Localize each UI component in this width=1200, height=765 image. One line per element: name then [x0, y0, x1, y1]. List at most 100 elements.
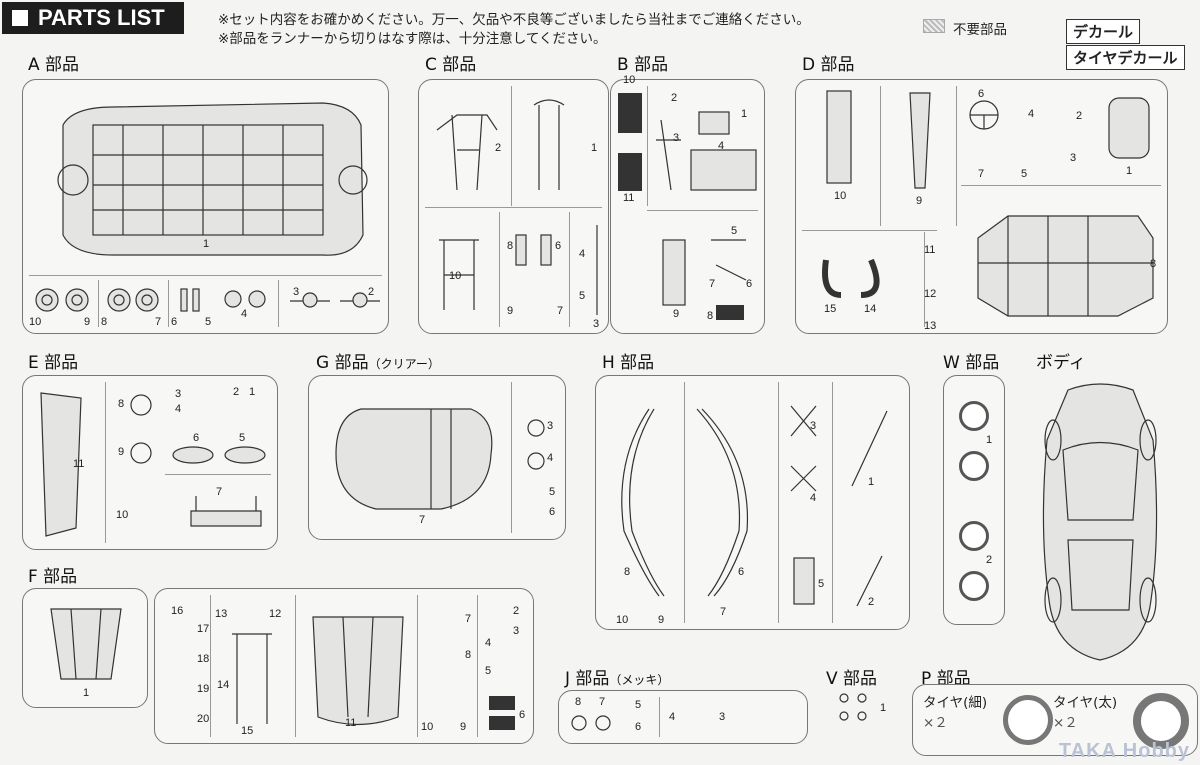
part-number: 9: [84, 316, 91, 328]
divider: [295, 595, 296, 737]
divider: [105, 382, 106, 543]
part-number: 2: [368, 286, 375, 298]
section-g-title-text: G 部品: [316, 353, 369, 373]
part-number: 1: [591, 142, 598, 154]
part-number: 3: [719, 711, 726, 723]
seat-drawing: [515, 234, 552, 266]
rear-wing-drawing: [190, 496, 262, 527]
part-number: 12: [924, 288, 937, 300]
part-number: 10: [449, 270, 462, 282]
part-number: 15: [824, 303, 837, 315]
part-number: 1: [203, 238, 210, 250]
divider: [168, 280, 169, 327]
seat-drawing: [1108, 97, 1150, 159]
diffuser-drawing: [50, 608, 122, 680]
part-number: 10: [834, 190, 847, 202]
part-number: 4: [485, 637, 492, 649]
divider: [924, 232, 925, 327]
part-number: 8: [465, 649, 472, 661]
part-number: 5: [485, 665, 492, 677]
section-g-title: G 部品（クリアー）: [316, 348, 440, 373]
part-number: 2: [986, 554, 993, 566]
part-number: 4: [718, 140, 725, 152]
section-d-title: D 部品: [802, 55, 855, 75]
ring-drawing: [130, 442, 152, 464]
wheel-drawing: [107, 288, 159, 312]
tire-thick-label: タイヤ(太): [1053, 695, 1118, 711]
rod-drawing: [596, 225, 598, 315]
section-w-frame: 1 2: [943, 375, 1005, 625]
duct-drawing: [822, 258, 880, 298]
section-a-title: A 部品: [28, 55, 80, 75]
body-title: ボディ: [1036, 353, 1086, 373]
part-number: 3: [1070, 152, 1077, 164]
part-number: 8: [575, 696, 582, 708]
part-number: 3: [673, 132, 680, 144]
divider: [511, 382, 512, 533]
part-number: 2: [1076, 110, 1083, 122]
part-number: 1: [986, 434, 993, 446]
car-body-drawing: [1042, 383, 1158, 661]
section-v-title: V 部品: [826, 669, 878, 689]
part-number: 6: [519, 709, 526, 721]
section-g-subtitle: （クリアー）: [368, 357, 440, 371]
divider: [210, 595, 211, 737]
part-number: 1: [741, 108, 748, 120]
tire-decal-label: タイヤデカール: [1066, 45, 1185, 70]
section-c-frame: 2 1 10 8 6 4 5 9 7 3: [418, 79, 609, 334]
part-number: 7: [599, 696, 606, 708]
section-j-title-text: J 部品: [565, 669, 610, 689]
part-number: 8: [707, 310, 714, 322]
part-number: 6: [738, 566, 745, 578]
wheel-icon: [959, 571, 989, 601]
section-c-title: C 部品: [425, 55, 477, 75]
part-number: 14: [864, 303, 877, 315]
divider: [880, 86, 881, 226]
rollcage-right-drawing: [696, 408, 749, 597]
section-g-frame: 7 3 4 5 6: [308, 375, 566, 540]
square-icon: [12, 10, 28, 26]
divider: [961, 185, 1161, 186]
frame-drawing: [232, 633, 272, 724]
part-number: 5: [205, 316, 212, 328]
part-number: 8: [624, 566, 631, 578]
section-b-frame: 10 2 1 3 4 11 5 7 6 9 8: [610, 74, 765, 334]
section-f2-frame: 16 17 13 12 18 14 19 20 15 11 7 8 2 3 4 …: [154, 588, 534, 744]
watermark: TAKA Hobby: [1058, 740, 1190, 762]
unused-parts-swatch: [923, 19, 945, 33]
part-number: 5: [549, 486, 556, 498]
part-number: 10: [623, 74, 636, 86]
section-e-frame: 11 8 9 3 4 2 1 6 5 7 10: [22, 375, 278, 550]
part-number: 5: [1021, 168, 1028, 180]
part-number: 14: [217, 679, 230, 691]
windshield-drawing: [335, 408, 493, 510]
part-number: 16: [171, 605, 184, 617]
divider: [417, 595, 418, 737]
part-number: 11: [345, 717, 357, 729]
section-f-title: F 部品: [28, 567, 78, 587]
section-h-title: H 部品: [602, 353, 655, 373]
part-number: 7: [978, 168, 985, 180]
divider: [29, 275, 382, 276]
divider: [477, 595, 478, 737]
part-number: 9: [658, 614, 665, 626]
part-number: 2: [868, 596, 875, 608]
wheel-icon: [959, 521, 989, 551]
part-number: 3: [513, 625, 520, 637]
part-number: 2: [495, 142, 502, 154]
seat-panel-drawing: [618, 93, 642, 191]
part-number: 10: [116, 509, 129, 521]
part-number: 9: [460, 721, 467, 733]
part-number: 5: [579, 290, 586, 302]
divider: [569, 212, 570, 327]
chassis-drawing: [57, 102, 368, 256]
part-number: 8: [1150, 258, 1157, 270]
bonnet-drawing: [312, 616, 404, 726]
parts-list-title: PARTS LIST: [2, 2, 184, 34]
part-number: 8: [118, 398, 125, 410]
part-number: 4: [810, 492, 817, 504]
part-number: 3: [293, 286, 300, 298]
part-number: 15: [241, 725, 254, 737]
divider: [165, 474, 271, 475]
part-number: 5: [731, 225, 738, 237]
